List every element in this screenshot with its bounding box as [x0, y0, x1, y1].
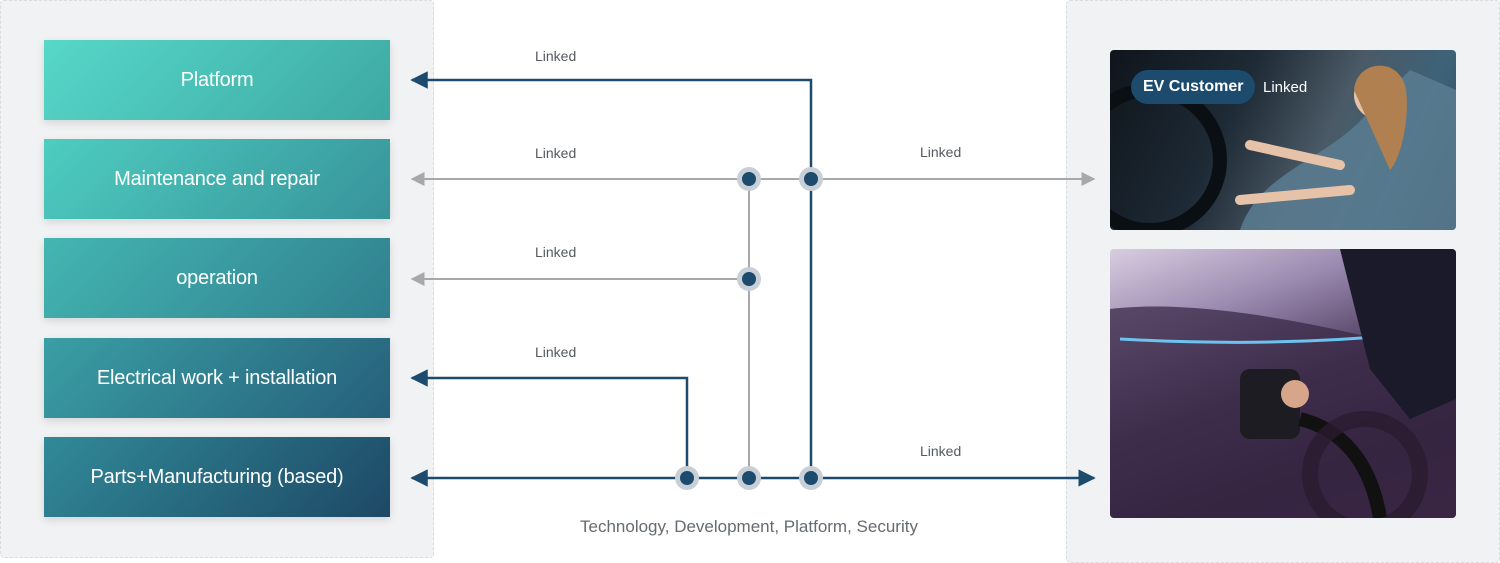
- maintenance-linked-label: Linked: [535, 145, 577, 161]
- node-parts-c: [799, 466, 823, 490]
- maintenance-box: Maintenance and repair: [44, 139, 390, 219]
- customer-right-linked-label: Linked: [920, 144, 962, 160]
- charging-right-linked-label: Linked: [920, 443, 962, 459]
- electrical-connector: [410, 369, 689, 478]
- charging-illustration: [1110, 249, 1456, 518]
- ev-charging-photo: [1110, 249, 1456, 518]
- electrical-box: Electrical work + installation: [44, 338, 390, 418]
- node-maint-a: [737, 167, 761, 191]
- ev-customer-linked-label: Linked: [1263, 79, 1308, 96]
- platform-connector: [410, 71, 813, 478]
- platform-box: Platform: [44, 40, 390, 120]
- node-maint-b: [799, 167, 823, 191]
- footer-caption: Technology, Development, Platform, Secur…: [580, 517, 918, 536]
- node-parts-b: [737, 466, 761, 490]
- parts-box: Parts+Manufacturing (based): [44, 437, 390, 517]
- operation-linked-label: Linked: [535, 244, 577, 260]
- operation-box: operation: [44, 238, 390, 318]
- platform-linked-label: Linked: [535, 48, 577, 64]
- ev-customer-badge: EV Customer: [1131, 70, 1256, 104]
- node-parts-a: [675, 466, 699, 490]
- node-operation: [737, 267, 761, 291]
- electrical-linked-label: Linked: [535, 344, 577, 360]
